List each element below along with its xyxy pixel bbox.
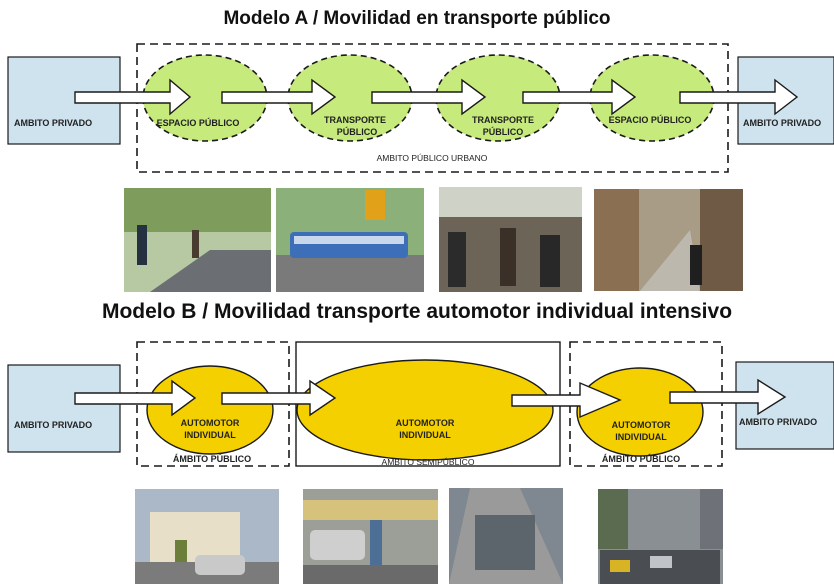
gated-housing-photo xyxy=(135,489,279,584)
node-b-1 xyxy=(296,359,554,461)
node-a-2-label1: TRANSPORTE xyxy=(472,115,534,125)
region-label-a: AMBITO PÚBLICO URBANO xyxy=(377,153,488,163)
ambito-publico-region-right xyxy=(569,341,723,467)
arrow-a-4 xyxy=(679,78,799,116)
articulated-bus-photo xyxy=(276,188,424,292)
left-private-label-b: AMBITO PRIVADO xyxy=(14,420,92,430)
arrow-a-3 xyxy=(522,78,637,116)
arrow-b-1 xyxy=(221,379,337,417)
highway-traffic-photo xyxy=(449,488,563,584)
region-label-b-1: AMBITO SEMIPÚBLICO xyxy=(382,457,475,467)
ambito-publico-urbano-region xyxy=(136,43,729,173)
arrow-a-2 xyxy=(371,78,487,116)
toll-booth-photo xyxy=(303,489,438,584)
node-b-0 xyxy=(146,365,274,455)
right-private-label-b: AMBITO PRIVADO xyxy=(739,417,817,427)
node-b-2-label1: AUTOMOTOR xyxy=(612,420,671,430)
node-b-2-label2: INDIVIDUAL xyxy=(615,432,667,442)
node-a-3-label: ESPACIO PÚBLICO xyxy=(609,114,692,125)
city-traffic-jam-photo xyxy=(598,489,723,584)
pedestrians-sidewalk-photo xyxy=(124,188,271,292)
node-b-0-label2: INDIVIDUAL xyxy=(184,430,236,440)
node-b-1-label2: INDIVIDUAL xyxy=(399,430,451,440)
model-b-title: Modelo B / Movilidad transporte automoto… xyxy=(101,300,733,323)
node-a-2-label2: PÚBLICO xyxy=(483,126,524,137)
region-label-b-2: ÁMBITO PÚBLICO xyxy=(602,453,680,464)
left-private-label-a: AMBITO PRIVADO xyxy=(14,118,92,128)
node-b-2 xyxy=(576,367,704,457)
arrow-b-2 xyxy=(511,381,622,419)
pedestrian-street-photo xyxy=(594,189,743,291)
arrow-a-1 xyxy=(221,78,337,116)
node-a-0-label: ESPACIO PÚBLICO xyxy=(157,117,240,128)
right-private-box-b xyxy=(735,361,834,450)
node-a-1-label1: TRANSPORTE xyxy=(324,115,386,125)
node-a-1-label2: PÚBLICO xyxy=(337,126,378,137)
right-private-label-a: AMBITO PRIVADO xyxy=(743,118,821,128)
model-a-title: Modelo A / Movilidad en transporte públi… xyxy=(223,8,611,29)
region-label-b-0: ÁMBITO PÚBLICO xyxy=(173,453,251,464)
left-private-box-b xyxy=(7,364,121,453)
arrow-a-0 xyxy=(74,78,192,116)
subway-interior-photo xyxy=(439,187,582,292)
arrow-b-0 xyxy=(74,379,197,417)
node-b-1-label1: AUTOMOTOR xyxy=(396,418,455,428)
arrow-b-3 xyxy=(669,378,787,416)
node-b-0-label1: AUTOMOTOR xyxy=(181,418,240,428)
